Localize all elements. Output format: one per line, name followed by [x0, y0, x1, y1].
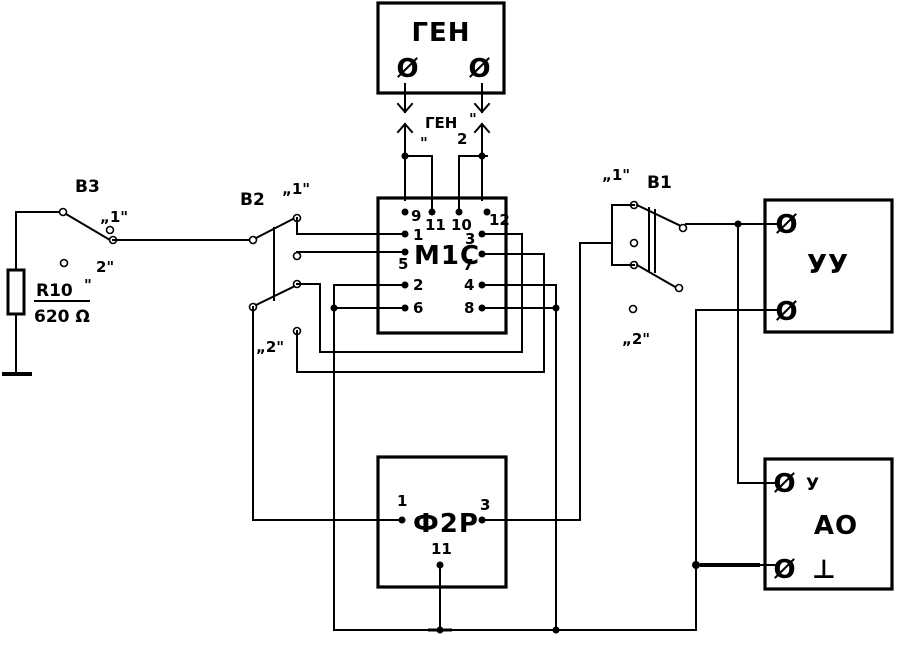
gen-connections: ГЕН " 2 " — [396, 83, 491, 213]
gen-switch-number: 2 — [457, 130, 467, 148]
uu-title: УУ — [807, 250, 849, 280]
b2-pos1: „1" — [282, 180, 310, 198]
b3-name: В3 — [75, 177, 100, 197]
m1c-pin-12: 12 — [489, 211, 510, 229]
resistor-mark: " — [84, 276, 92, 294]
b1-wiring — [481, 220, 779, 631]
gen-title: ГЕН — [411, 18, 470, 48]
m1c-pin-6: 6 — [413, 299, 423, 317]
m1c-pin-9: 9 — [411, 207, 421, 225]
m1c-title: М1С — [414, 241, 480, 271]
uu-terminal-top: Ø — [775, 210, 798, 240]
m1c-pin-7: 7 — [463, 256, 473, 274]
gen-switch-quote: " — [469, 110, 477, 128]
ao-title: АО — [814, 511, 858, 541]
f2r-pin-3: 3 — [480, 496, 490, 514]
ao-label-y: У — [806, 475, 819, 495]
b1-pos1: „1" — [602, 166, 630, 184]
gen-switch-quote-left: " — [420, 134, 428, 152]
m1c-pin-8: 8 — [464, 299, 474, 317]
m1c-pin-2: 2 — [413, 276, 423, 294]
switch-b2: В2 „1" „2" — [240, 180, 310, 356]
m1c-pin-11: 11 — [425, 216, 446, 234]
ao-terminal-ground: Ø — [773, 555, 796, 585]
b2-name: В2 — [240, 190, 265, 210]
ao-block: АО Ø У Ø ⊥ — [763, 457, 894, 591]
resistor-name: R10 — [36, 281, 73, 301]
ao-ground-symbol: ⊥ — [812, 555, 837, 585]
b1-pos2: „2" — [622, 330, 650, 348]
b3-pos2: 2" — [96, 258, 114, 276]
m1c-pin-4: 4 — [464, 276, 474, 294]
f2r-block: Ф2Р — [376, 455, 508, 589]
b3-pos1: „1" — [100, 208, 128, 226]
m1c-pin-1: 1 — [413, 226, 423, 244]
uu-block: УУ Ø Ø — [763, 198, 894, 334]
gen-terminal-left: Ø — [396, 54, 419, 84]
resistor-r10: R10 620 Ω " — [2, 211, 92, 376]
ao-terminal-y: Ø — [773, 469, 796, 499]
f2r-title: Ф2Р — [413, 509, 479, 539]
m1c-block: М1С — [376, 196, 508, 335]
uu-terminal-bottom: Ø — [775, 297, 798, 327]
m1c-pins: 9 11 10 12 1 3 5 7 2 4 6 8 — [398, 207, 510, 317]
b2-wiring — [252, 217, 545, 521]
switch-b3: В3 „1" 2" — [58, 177, 251, 276]
resistor-value: 620 Ω — [34, 307, 90, 327]
gen-switch-name: ГЕН — [425, 114, 457, 132]
gen-terminal-right: Ø — [468, 54, 491, 84]
b1-name: В1 — [647, 173, 672, 193]
f2r-pin-1: 1 — [397, 492, 407, 510]
m1c-pin-3: 3 — [465, 230, 475, 248]
m1c-ground-wiring — [330, 284, 697, 634]
m1c-pin-5: 5 — [398, 255, 408, 273]
switch-b1: В1 „1" „2" — [602, 166, 688, 348]
f2r-pin-11: 11 — [431, 540, 452, 558]
m1c-pin-10: 10 — [451, 216, 472, 234]
b2-pos2: „2" — [256, 338, 284, 356]
gen-block: ГЕН Ø Ø — [376, 1, 506, 95]
